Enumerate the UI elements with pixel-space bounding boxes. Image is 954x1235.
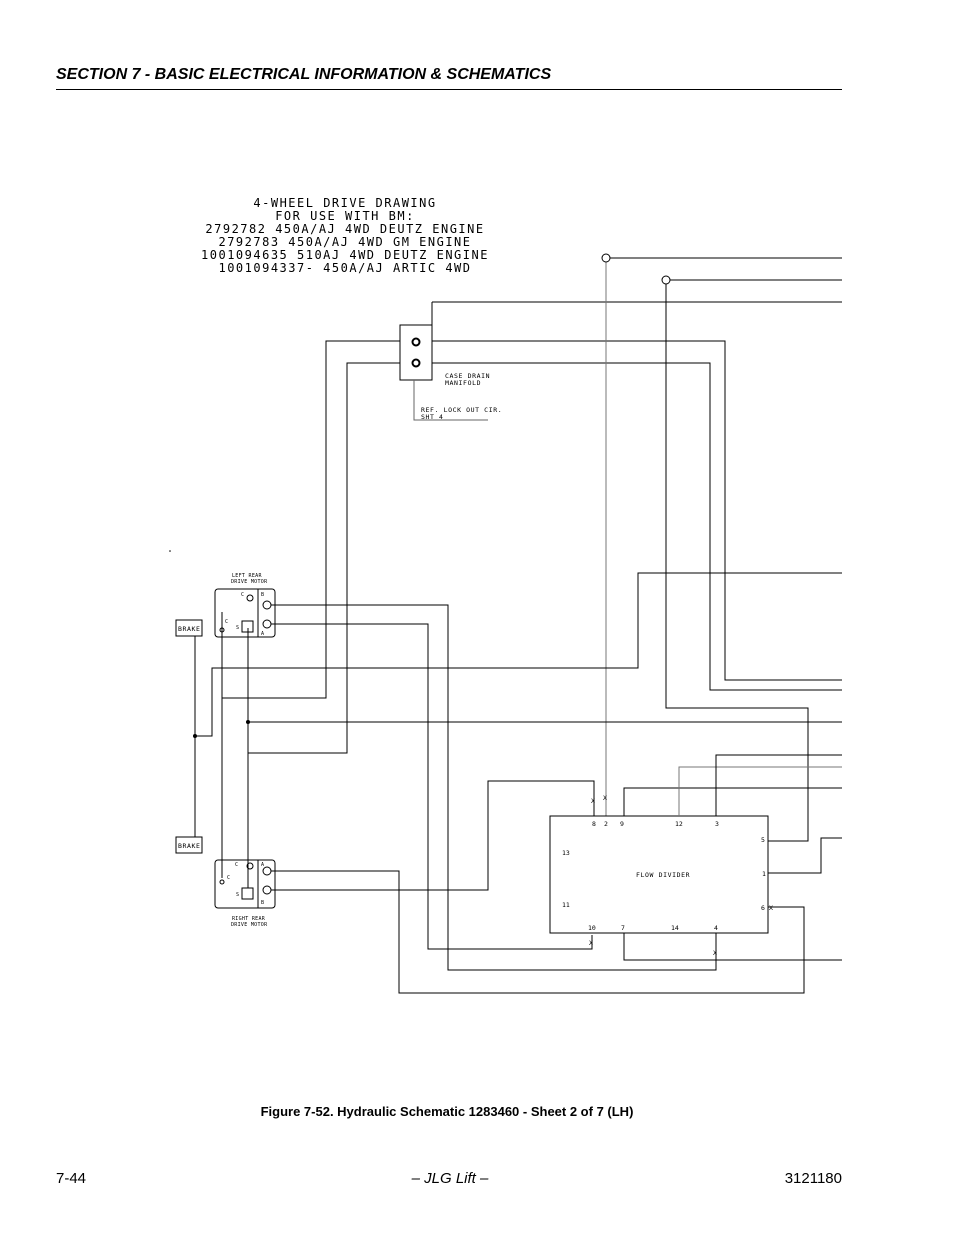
title-line-5: 1001094635 510AJ 4WD DEUTZ ENGINE xyxy=(201,248,489,262)
title-line-2: FOR USE WITH BM: xyxy=(275,209,415,223)
hose-line xyxy=(665,280,809,842)
figure-caption: Figure 7-52. Hydraulic Schematic 1283460… xyxy=(0,1104,954,1119)
title-block: 4-WHEEL DRIVE DRAWING FOR USE WITH BM: 2… xyxy=(201,196,489,275)
motor-port xyxy=(262,885,272,895)
brake-bottom xyxy=(175,836,203,854)
title-line-6: 1001094337- 450A/AJ ARTIC 4WD xyxy=(218,261,471,275)
junction-dot xyxy=(246,720,250,724)
port-label: A xyxy=(261,862,264,868)
motor-port xyxy=(262,619,272,629)
connector-node xyxy=(601,253,611,263)
case-drain-label: CASE DRAIN xyxy=(445,372,490,380)
hose-line xyxy=(432,362,842,691)
hose-line xyxy=(271,870,805,994)
plug-marker: X xyxy=(589,939,593,947)
motor-port xyxy=(219,879,225,885)
port-label: B xyxy=(261,900,264,906)
left-rear-drive-motor xyxy=(214,588,276,638)
hose-line xyxy=(623,787,842,816)
port-number: 11 xyxy=(562,901,570,909)
port-number: 10 xyxy=(588,924,596,932)
plug-marker: X xyxy=(603,794,607,802)
motor-port xyxy=(246,594,254,602)
motor-port xyxy=(246,862,254,870)
junction-dot xyxy=(193,734,197,738)
manifold-port xyxy=(411,337,421,347)
title-line-3: 2792782 450A/AJ 4WD DEUTZ ENGINE xyxy=(205,222,484,236)
hose-line xyxy=(715,754,842,816)
port-number: 12 xyxy=(675,820,683,828)
header-rule xyxy=(56,89,842,90)
plug-marker: X xyxy=(591,797,595,805)
hose-line xyxy=(271,604,717,971)
ref-label: REF. LOCK OUT CIR. xyxy=(421,406,502,414)
flow-divider xyxy=(549,815,769,934)
ref-leader xyxy=(413,380,488,421)
hose-line xyxy=(221,340,400,699)
port-number: 1 xyxy=(762,870,766,878)
doc-number: 3121180 xyxy=(784,1170,842,1187)
brake-line xyxy=(195,572,842,737)
ref-label: SHT 4 xyxy=(421,413,444,421)
figure-caption-text: Figure 7-52. Hydraulic Schematic 1283460… xyxy=(260,1104,634,1119)
port-label: C xyxy=(227,875,230,881)
brake-top xyxy=(175,619,203,637)
motor-port xyxy=(241,887,254,900)
port-number: 6 xyxy=(761,904,765,912)
port-label: A xyxy=(261,631,264,637)
port-number: 2 xyxy=(604,820,608,828)
port-number: 9 xyxy=(620,820,624,828)
pilot-line xyxy=(678,766,842,816)
hose-line xyxy=(271,780,595,891)
port-label: B xyxy=(261,592,264,598)
plug-marker: X xyxy=(713,949,717,957)
case-drain-manifold xyxy=(399,324,433,381)
connector-node xyxy=(661,275,671,285)
hose-line xyxy=(623,933,842,961)
motor-port xyxy=(262,600,272,610)
port-number: 4 xyxy=(714,924,718,932)
case-drain-label: MANIFOLD xyxy=(445,379,481,387)
port-number: 8 xyxy=(592,820,596,828)
title-line-1: 4-WHEEL DRIVE DRAWING xyxy=(253,196,436,210)
motor-port xyxy=(262,866,272,876)
left-motor-label: LEFT REAR xyxy=(232,573,262,579)
port-number: 7 xyxy=(621,924,625,932)
motor-port xyxy=(241,620,254,633)
left-motor-label: DRIVE MOTOR xyxy=(231,579,268,585)
plug-marker: X xyxy=(769,904,773,912)
right-motor-label: DRIVE MOTOR xyxy=(231,922,268,928)
hose-line xyxy=(432,340,842,681)
junction-dot xyxy=(169,550,171,552)
footer-center: – JLG Lift – xyxy=(411,1170,489,1187)
port-number: 3 xyxy=(715,820,719,828)
right-motor-label: RIGHT REAR xyxy=(232,916,266,922)
hose-line xyxy=(247,362,400,754)
right-rear-drive-motor xyxy=(214,859,276,909)
page-number: 7-44 xyxy=(56,1170,87,1187)
title-line-4: 2792783 450A/AJ 4WD GM ENGINE xyxy=(218,235,471,249)
manifold-port xyxy=(411,358,421,368)
hose-line xyxy=(768,837,842,874)
brake-label: BRAKE xyxy=(178,842,201,850)
port-number: 5 xyxy=(761,836,765,844)
port-label: C xyxy=(235,862,238,868)
port-label: C xyxy=(241,592,244,598)
hose-line xyxy=(271,623,593,950)
port-label: S xyxy=(236,625,239,631)
port-label: C xyxy=(225,619,228,625)
port-number: 14 xyxy=(671,924,679,932)
brake-label: BRAKE xyxy=(178,625,201,633)
port-label: S xyxy=(236,892,239,898)
port-number: 13 xyxy=(562,849,570,857)
section-title: SECTION 7 - BASIC ELECTRICAL INFORMATION… xyxy=(56,66,552,83)
flow-divider-label: FLOW DIVIDER xyxy=(636,871,690,879)
